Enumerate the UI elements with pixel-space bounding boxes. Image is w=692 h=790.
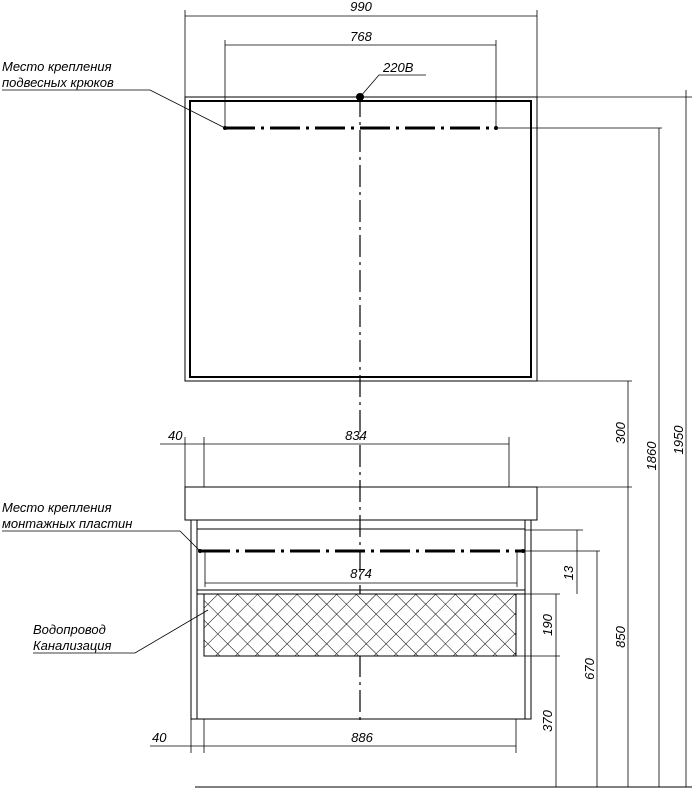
pipes-note-line2: Канализация <box>33 638 111 653</box>
dim-label-850: 850 <box>613 625 628 647</box>
pipe-zone-hatch <box>203 593 517 657</box>
power-leader <box>359 74 426 98</box>
dim-370: 370 <box>540 656 557 787</box>
dim-label-1860: 1860 <box>644 441 659 471</box>
dim-plate-spacing: 874 <box>204 551 518 587</box>
dim-label-768: 768 <box>350 29 372 44</box>
dim-label-40-bottom: 40 <box>152 730 167 745</box>
plates-note-line1: Место крепления <box>2 500 112 515</box>
cabinet-body <box>190 519 532 720</box>
hooks-note-line1: Место крепления <box>2 59 112 74</box>
dim-190: 190 <box>540 594 557 656</box>
dim-label-886: 886 <box>351 730 373 745</box>
dim-850: 850 <box>613 487 629 787</box>
pipes-note-line1: Водопровод <box>33 622 106 637</box>
dim-13: 13 <box>525 529 583 594</box>
dim-cabinet-width: 40 886 <box>150 719 517 753</box>
mirror-outer-frame <box>184 96 538 382</box>
mirror <box>184 96 538 382</box>
plates-note-leader <box>2 530 201 552</box>
dim-label-40-top: 40 <box>168 428 183 443</box>
basin-top <box>184 486 538 521</box>
power-label: 220В <box>382 60 414 75</box>
dim-label-190: 190 <box>540 613 555 635</box>
dim-basin-width: 40 834 <box>160 428 510 487</box>
dim-label-13: 13 <box>561 565 576 580</box>
dim-label-1950: 1950 <box>671 425 686 455</box>
dim-label-990: 990 <box>350 0 372 14</box>
dim-1860: 1860 <box>644 128 660 787</box>
pipes-note-leader <box>33 609 209 654</box>
dim-670: 670 <box>582 551 598 787</box>
dim-label-370: 370 <box>540 709 555 731</box>
dim-300: 300 <box>613 381 629 487</box>
dim-label-670: 670 <box>582 657 597 679</box>
dim-hook-spacing: 768 <box>224 29 497 128</box>
plates-note: Место крепления монтажных пластин <box>2 500 201 552</box>
hooks-note-line2: подвесных крюков <box>2 75 114 90</box>
dim-1950: 1950 <box>671 90 687 787</box>
dim-label-300: 300 <box>613 421 628 443</box>
dim-label-834: 834 <box>345 428 367 443</box>
dim-label-874: 874 <box>350 566 372 581</box>
hooks-note-leader <box>2 89 226 129</box>
pipes-note: Водопровод Канализация <box>33 609 209 654</box>
plates-note-line2: монтажных пластин <box>2 516 132 531</box>
hooks-note: Место крепления подвесных крюков <box>2 59 226 129</box>
dim-mirror-width: 990 <box>184 0 538 97</box>
